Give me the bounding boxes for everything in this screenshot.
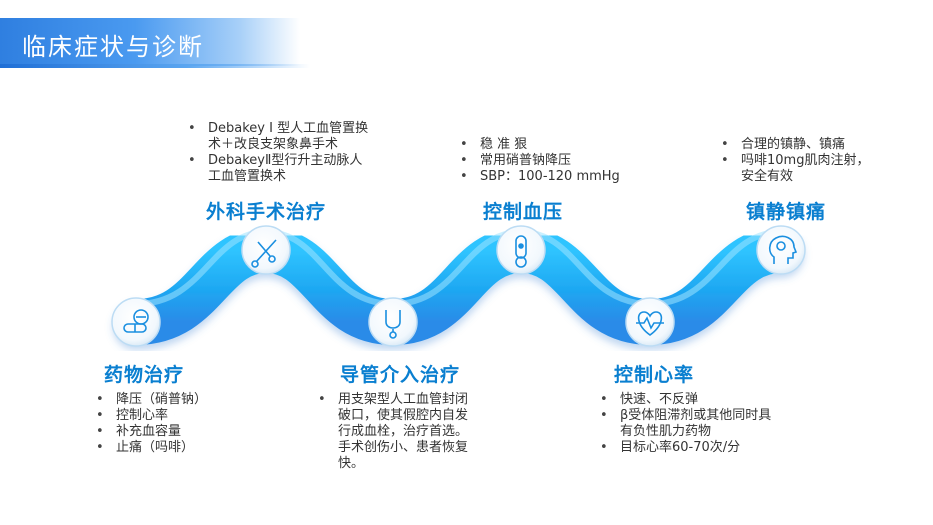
heading-bp: 控制血压: [483, 201, 564, 223]
list-item: 吗啡10mg肌肉注射，安全有效: [719, 153, 879, 185]
heading-sedation: 镇静镇痛: [746, 201, 827, 223]
page-title: 临床症状与诊断: [22, 33, 204, 61]
heading-hr: 控制心率: [614, 364, 695, 386]
list-item: 稳 准 狠: [458, 137, 648, 153]
list-item: 控制心率: [94, 408, 244, 424]
node-bp: [496, 225, 546, 275]
list-item: 常用硝普钠降压: [458, 153, 648, 169]
list-item: SBP：100-120 mmHg: [458, 169, 648, 185]
title-underline: [0, 64, 310, 68]
list-item: 补充血容量: [94, 424, 244, 440]
list-drug: 降压（硝普钠） 控制心率 补充血容量 止痛（吗啡）: [94, 392, 244, 456]
list-bp: 稳 准 狠 常用硝普钠降压 SBP：100-120 mmHg: [458, 137, 648, 185]
node-surgery: [241, 225, 291, 275]
thermometer-icon: [515, 235, 527, 268]
heading-surgery: 外科手术治疗: [206, 201, 327, 223]
list-item: 用支架型人工血管封闭破口，使其假腔内自发行成血栓，治疗首选。手术创伤小、患者恢复…: [316, 392, 472, 472]
heading-catheter: 导管介入治疗: [340, 364, 461, 386]
list-item: 快速、不反弹: [598, 392, 778, 408]
heading-drug: 药物治疗: [104, 364, 185, 386]
list-item: β受体阻滞剂或其他同时具有负性肌力药物: [598, 408, 778, 440]
node-drug: [111, 297, 161, 347]
stethoscope-icon: [385, 310, 401, 339]
head-brain-icon: [768, 235, 798, 264]
list-item: 合理的镇静、镇痛: [719, 137, 879, 153]
list-item: 止痛（吗啡）: [94, 440, 244, 456]
scissors-icon: [251, 239, 277, 268]
list-catheter: 用支架型人工血管封闭破口，使其假腔内自发行成血栓，治疗首选。手术创伤小、患者恢复…: [316, 392, 472, 472]
heart-pulse-icon: [636, 311, 664, 336]
list-item: Debakey Ⅰ 型人工血管置换术＋改良支架象鼻手术: [186, 121, 374, 153]
pills-icon: [123, 309, 149, 333]
list-hr: 快速、不反弹 β受体阻滞剂或其他同时具有负性肌力药物 目标心率60-70次/分: [598, 392, 778, 456]
title-banner: [0, 18, 300, 66]
node-catheter: [368, 297, 418, 347]
list-item: 目标心率60-70次/分: [598, 440, 778, 456]
node-hr: [625, 297, 675, 347]
node-sedation: [756, 225, 806, 275]
list-surgery: Debakey Ⅰ 型人工血管置换术＋改良支架象鼻手术 DebakeyⅡ型行升主…: [186, 121, 374, 185]
list-item: 降压（硝普钠）: [94, 392, 244, 408]
list-sedation: 合理的镇静、镇痛 吗啡10mg肌肉注射，安全有效: [719, 137, 879, 185]
list-item: DebakeyⅡ型行升主动脉人工血管置换术: [186, 153, 374, 185]
